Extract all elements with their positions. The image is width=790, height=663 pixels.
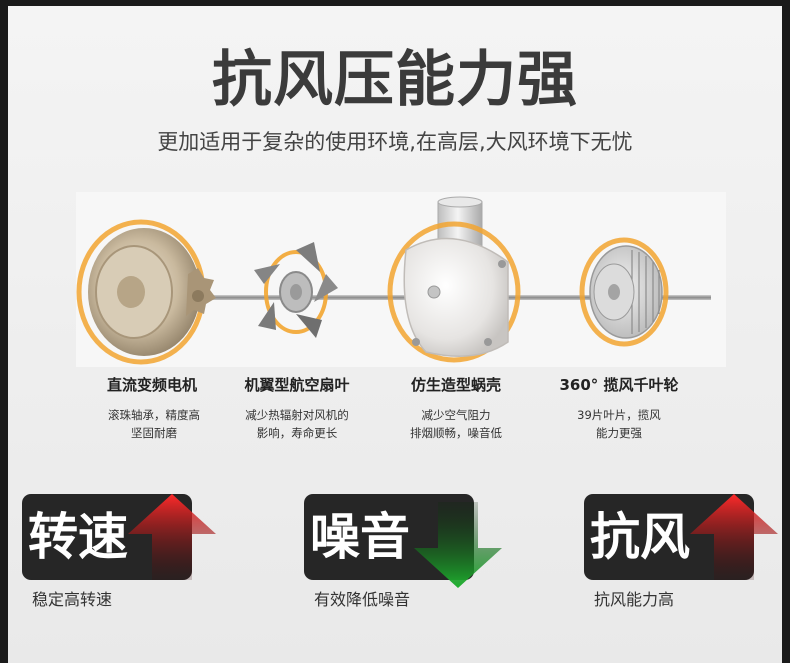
component-label-motor: 直流变频电机 <box>106 376 197 394</box>
component-desc-fan-blade: 减少热辐射对风机的 影响，寿命更长 <box>227 406 367 442</box>
dc-motor-graphic <box>76 219 216 365</box>
product-feature-page: 抗风压能力强 更加适用于复杂的使用环境,在高层,大风环境下无忧 <box>8 6 782 663</box>
component-label-fan-blade: 机翼型航空扇叶 <box>244 376 350 394</box>
page-subtitle: 更加适用于复杂的使用环境,在高层,大风环境下无忧 <box>157 130 633 154</box>
fan-assembly-illustration <box>76 192 726 367</box>
component-desc-line: 影响，寿命更长 <box>256 426 338 440</box>
component-desc-line: 滚珠轴承，精度高 <box>108 408 200 422</box>
component-desc-line: 能力更强 <box>596 426 642 440</box>
component-desc-line: 减少空气阻力 <box>421 408 491 422</box>
feature-caption-noise: 有效降低噪音 <box>314 590 411 609</box>
component-desc-motor: 滚珠轴承，精度高 坚固耐磨 <box>84 406 224 442</box>
component-desc-line: 坚固耐磨 <box>131 426 177 440</box>
badge-text: 转速 <box>28 508 128 566</box>
aviation-fan-blade-graphic <box>254 242 338 338</box>
component-label-wheel: 360° 揽风千叶轮 <box>559 376 679 394</box>
volute-housing-graphic <box>387 196 521 363</box>
feature-caption-wind: 抗风能力高 <box>594 590 675 609</box>
component-desc-volute: 减少空气阻力 排烟顺畅，噪音低 <box>386 406 526 442</box>
component-desc-wheel: 39片叶片，揽风 能力更强 <box>549 406 689 442</box>
feature-caption-speed: 稳定高转速 <box>32 590 113 609</box>
badge-text: 抗风 <box>590 508 690 566</box>
exploded-assembly-graphic <box>76 196 711 365</box>
page-title: 抗风压能力强 <box>212 45 578 115</box>
red-up-arrow-icon <box>690 494 778 580</box>
component-desc-line: 排烟顺畅，噪音低 <box>410 426 502 440</box>
component-label-volute: 仿生造型蜗壳 <box>410 376 501 394</box>
component-desc-line: 39片叶片，揽风 <box>577 408 661 422</box>
component-desc-line: 减少热辐射对风机的 <box>245 408 349 422</box>
badge-text: 噪音 <box>310 508 410 566</box>
green-down-arrow-icon <box>414 502 502 588</box>
red-up-arrow-icon <box>128 494 216 580</box>
squirrel-cage-wheel-graphic <box>579 237 669 347</box>
